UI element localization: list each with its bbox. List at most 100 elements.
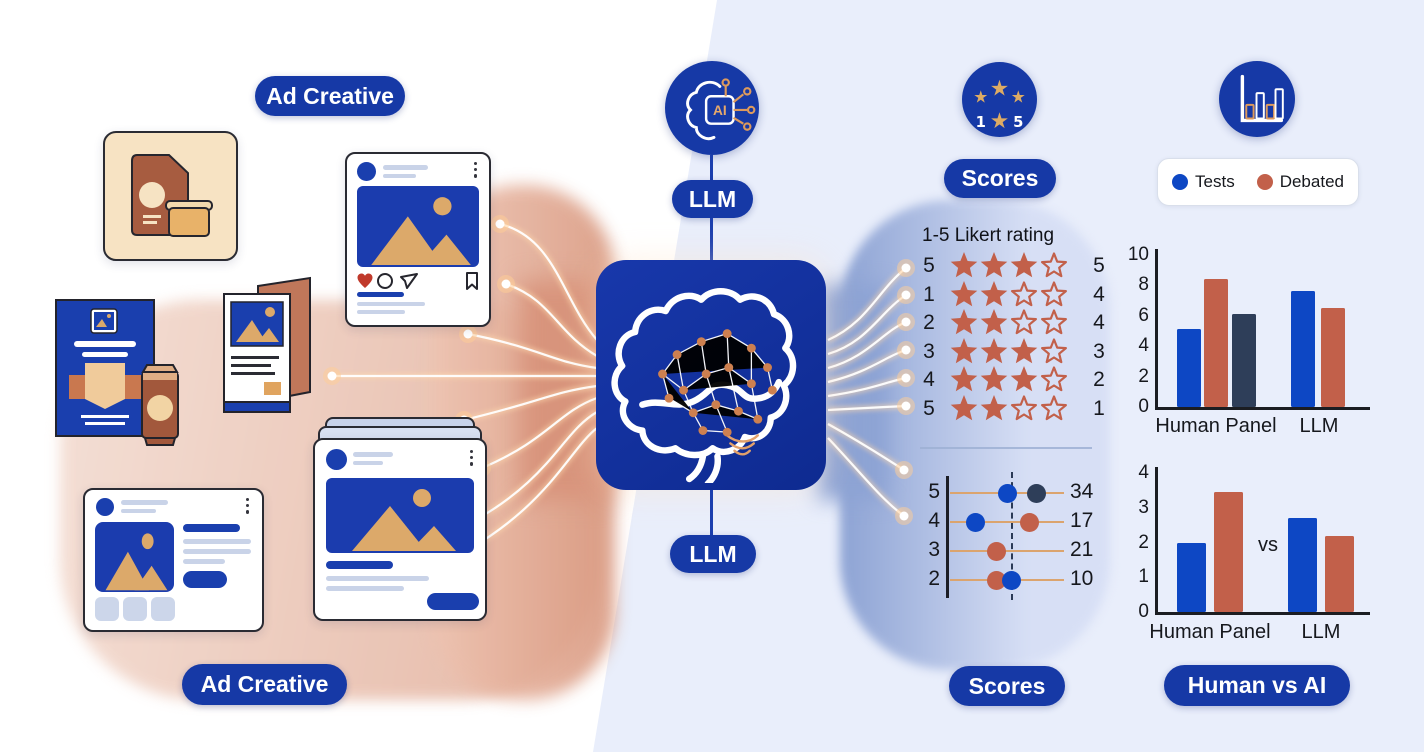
thumbnail-square [123,597,147,621]
bar-extra-human-panel [1232,314,1256,407]
display-ad-card [83,488,264,632]
dot-plot-dot [1002,570,1022,590]
y-tick-label: 2 [1138,531,1149,553]
likert-left-score: 5 [923,396,935,420]
more-menu-icon [470,450,474,466]
scores-label-top: Scores [944,159,1056,198]
star-filled [950,366,978,392]
star-filled [950,309,978,335]
social-post-card [345,152,491,327]
dot-plot-dot [1027,483,1047,503]
category-label: Human Panel [1155,415,1277,437]
likert-stars [950,394,1068,420]
text-line [326,576,429,581]
human-vs-ai-label: Human vs AI [1164,665,1350,706]
post-image-placeholder [326,478,474,553]
connector-line [710,490,713,535]
bar-tests-human-panel [1177,542,1206,612]
ai-chip-label: AI [713,103,727,118]
star-glyph: ★ [990,109,1009,134]
dot-plot-dot [1020,512,1040,532]
ad-creative-label-bottom: Ad Creative [182,664,347,705]
x-axis [1155,407,1370,410]
dot-plot-axis-label: 2 [928,567,940,590]
dot-plot-row-line [950,520,1064,524]
text-line [121,500,168,505]
star-filled [980,309,1008,335]
debated-color-dot [1256,174,1273,190]
section-divider [920,447,1092,449]
star-outline [1040,280,1068,306]
star-filled [950,252,978,278]
dot-plot-dot [987,570,1007,590]
bar-tests-llm [1291,291,1315,407]
post-image-placeholder [357,186,479,267]
avatar [96,498,114,516]
star-outline [1010,280,1038,306]
cta-button-shape [427,593,479,610]
y-tick-label: 3 [1138,496,1149,518]
likert-stars [950,309,1068,335]
ai-brain-chip-icon: AI [665,61,759,155]
llm-label-top: LLM [672,180,753,218]
likert-stars [950,366,1068,392]
bar-chart-icon [1219,61,1295,137]
star-filled [1010,366,1038,392]
post-action-icons [357,272,478,290]
likert-left-score: 5 [923,254,935,277]
llm-label-bottom: LLM [670,535,756,573]
likert-left-score: 3 [923,339,935,363]
y-axis [1155,467,1158,614]
star-filled [950,280,978,306]
dot-plot-value: 10 [1070,567,1094,590]
thumbnail-square [95,597,119,621]
star-filled [980,280,1008,306]
star-outline [1010,309,1038,335]
y-tick-label: 0 [1138,396,1149,417]
likert-title: 1-5 Likert rating [922,225,1055,246]
star-filled [1010,252,1038,278]
bar-debated-llm [1325,535,1354,612]
likert-stars [950,280,1068,306]
caption-line [357,292,404,297]
likert-right-score: 4 [1093,282,1105,306]
avatar [357,162,376,181]
text-line [326,586,404,591]
star-outline [1040,394,1068,420]
likert-left-score: 4 [923,368,935,391]
text-line [183,539,251,544]
rating-min: 1 [976,114,986,131]
text-line [183,549,251,554]
text-line [353,461,383,465]
heart-icon [357,273,373,288]
mountain-image-icon [371,197,471,265]
star-filled [980,252,1008,278]
legend-item-debated: Debated [1256,172,1344,192]
text-line [357,310,405,314]
star-outline [1040,337,1068,363]
star-filled [1010,337,1038,363]
headline-line [183,524,240,532]
share-icon [400,273,418,289]
star-glyph: ★ [990,77,1009,102]
star-filled [950,337,978,363]
comment-icon [377,273,393,289]
social-post-card [313,438,487,621]
rating-max: 5 [1013,114,1023,131]
brain-network-illustration [611,287,797,483]
ad-creative-label-top: Ad Creative [255,76,405,116]
dot-plot-axis-label: 3 [928,538,940,561]
avatar [326,449,347,470]
y-tick-label: 0 [1138,601,1149,622]
legend-label: Tests [1195,172,1235,191]
text-line [353,452,393,457]
dot-plot-axis [946,476,949,598]
vs-annotation: vs [1258,534,1278,556]
